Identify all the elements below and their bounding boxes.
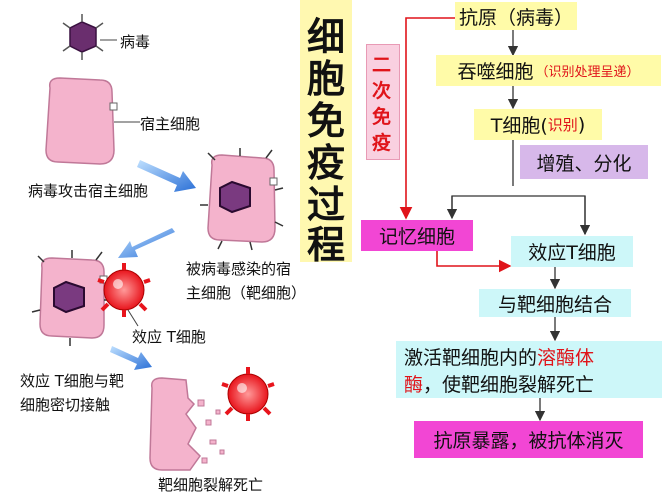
secondary-char-1: 二: [372, 54, 392, 76]
title-char-3: 免: [306, 98, 345, 143]
host-cell-receptor: [109, 102, 118, 111]
antigen-box: 抗原（病毒）: [455, 2, 577, 30]
title-char-1: 细: [306, 14, 345, 59]
proliferate-box: 增殖、分化: [520, 145, 648, 179]
blue-arrow-1: [137, 160, 196, 192]
host-cell-shape: [45, 77, 115, 165]
exposed-box: 抗原暴露，被抗体消灭: [414, 421, 643, 458]
virus-label: 病毒: [120, 33, 151, 51]
tcell-box: T细胞(识别): [474, 109, 602, 140]
left-illustration: [31, 14, 284, 471]
activate-suffix: ，使靶细胞裂解死亡: [423, 373, 595, 396]
effector-t-cell-box: 效应T细胞: [511, 236, 633, 267]
blue-arrow-3: [110, 346, 152, 370]
effector-pointer-line: [127, 309, 139, 327]
secondary-char-2: 次: [372, 80, 392, 102]
activate-prefix: 激活靶细胞内的: [404, 346, 538, 369]
title-char-5: 过: [306, 182, 345, 227]
title-char-2: 胞: [306, 56, 345, 101]
tcell-suffix: ): [577, 113, 586, 136]
phagocyte-box: 吞噬细胞 （识别处理呈递）: [436, 55, 661, 86]
tcell-note: 识别: [547, 116, 578, 134]
contact-cell-1: [31, 250, 112, 346]
infected-label-line2: 主细胞（靶细胞）: [186, 284, 307, 302]
activate-enzyme-2: 酶: [404, 373, 424, 396]
secondary-arrow-top: [399, 17, 464, 220]
activate-enzyme-1: 溶酶体: [537, 346, 595, 369]
bind-target-box: 与靶细胞结合: [479, 289, 631, 317]
memory-cell-box: 记忆细胞: [361, 220, 473, 251]
effector-t-label: 效应 T细胞: [132, 328, 206, 346]
blue-arrow-2: [118, 228, 175, 258]
effector-t-cell-1: [97, 263, 151, 317]
virus-attack-label: 病毒攻击宿主细胞: [28, 182, 149, 200]
title-band: [300, 0, 352, 262]
title-char-6: 程: [306, 222, 345, 267]
phagocyte-label: 吞噬细胞: [457, 61, 534, 83]
tcell-prefix: T细胞(: [490, 115, 548, 137]
contact-label-line2: 细胞密切接触: [20, 396, 111, 414]
virus-icon: [62, 14, 104, 60]
effector-t-cell-2: [221, 367, 275, 421]
secondary-arrow-bottom: [436, 250, 512, 273]
title-char-4: 疫: [306, 140, 345, 185]
infected-label-line1: 被病毒感染的宿: [186, 260, 292, 278]
secondary-char-4: 疫: [372, 132, 392, 154]
host-cell-label: 宿主细胞: [140, 115, 201, 133]
secondary-char-3: 免: [372, 106, 392, 128]
infected-cell: [200, 148, 284, 251]
phagocyte-note: （识别处理呈递）: [535, 65, 640, 80]
secondary-immunity-label: [366, 44, 400, 160]
activate-box: 激活靶细胞内的溶酶体 酶，使靶细胞裂解死亡: [396, 341, 662, 398]
lysis-label: 靶细胞裂解死亡: [158, 476, 264, 494]
lysing-cell: [149, 377, 225, 471]
contact-label-line1: 效应 T细胞与靶: [20, 372, 124, 390]
